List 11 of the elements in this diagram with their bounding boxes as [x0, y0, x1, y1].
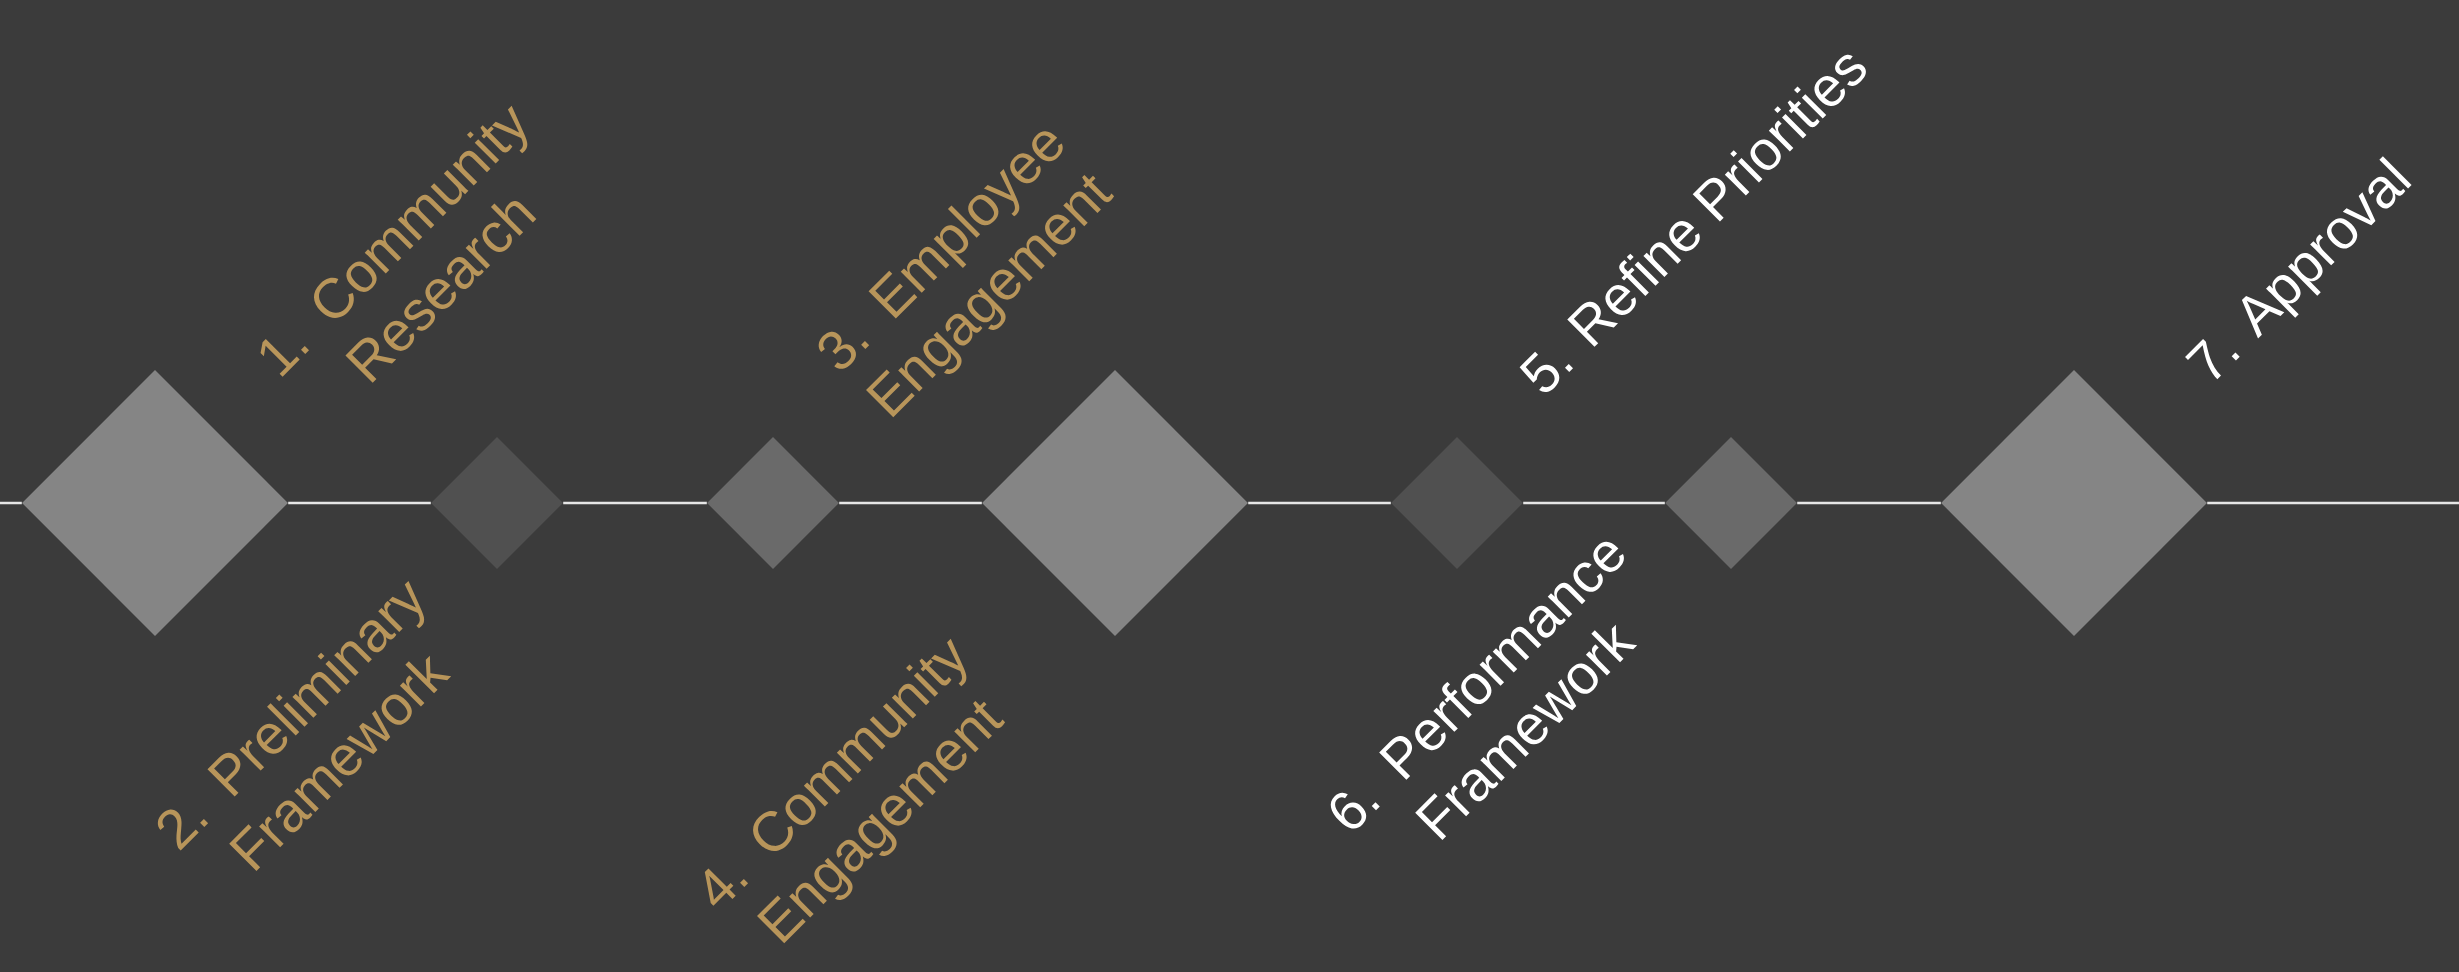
timeline-line: [1797, 501, 1941, 505]
timeline-line: [288, 501, 431, 505]
milestone-diamond: [1665, 437, 1797, 569]
milestone-diamond: [707, 437, 839, 569]
timeline-line: [839, 501, 982, 505]
timeline-line: [2207, 501, 2459, 505]
timeline-line: [1248, 501, 1391, 505]
timeline-line: [0, 501, 22, 505]
timeline-line: [1523, 501, 1665, 505]
milestone-diamond: [431, 437, 563, 569]
timeline-line: [563, 501, 707, 505]
